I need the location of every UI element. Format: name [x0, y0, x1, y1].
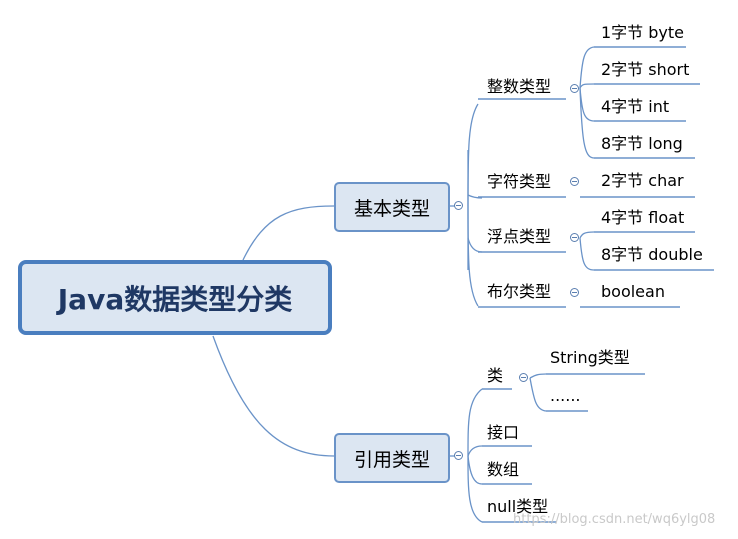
group-interface[interactable]: 接口 [487, 423, 520, 442]
leaf-int[interactable]: 4字节 int [601, 97, 670, 116]
leaf-float[interactable]: 4字节 float [601, 208, 685, 227]
leaf-string-type[interactable]: String类型 [550, 348, 630, 367]
branch-basic-types[interactable]: 基本类型 [334, 182, 450, 232]
group-float-types[interactable]: 浮点类型 [487, 227, 552, 246]
collapse-toggle-basic[interactable] [454, 201, 463, 210]
leaf-long[interactable]: 8字节 long [601, 134, 683, 153]
group-boolean-types[interactable]: 布尔类型 [487, 282, 552, 301]
root-topic[interactable]: Java数据类型分类 [18, 260, 332, 335]
group-array[interactable]: 数组 [487, 460, 520, 479]
watermark-text: https://blog.csdn.net/wq6ylg08 [513, 512, 716, 527]
leaf-double[interactable]: 8字节 double [601, 245, 703, 264]
collapse-toggle-boolean[interactable] [570, 288, 579, 297]
leaf-byte[interactable]: 1字节 byte [601, 23, 685, 42]
group-char-types[interactable]: 字符类型 [487, 172, 552, 191]
leaf-boolean[interactable]: boolean [601, 282, 665, 301]
leaf-short[interactable]: 2字节 short [601, 60, 690, 79]
collapse-toggle-char[interactable] [570, 177, 579, 186]
leaf-char[interactable]: 2字节 char [601, 171, 684, 190]
group-null-type[interactable]: null类型 [487, 497, 549, 516]
branch-reference-types[interactable]: 引用类型 [334, 433, 450, 483]
group-integer-types[interactable]: 整数类型 [487, 77, 552, 96]
collapse-toggle-float[interactable] [570, 233, 579, 242]
collapse-toggle-class[interactable] [519, 373, 528, 382]
collapse-toggle-reference[interactable] [454, 451, 463, 460]
collapse-toggle-integer[interactable] [570, 84, 579, 93]
group-class[interactable]: 类 [487, 366, 504, 385]
leaf-ellipsis[interactable]: ...... [550, 386, 581, 405]
